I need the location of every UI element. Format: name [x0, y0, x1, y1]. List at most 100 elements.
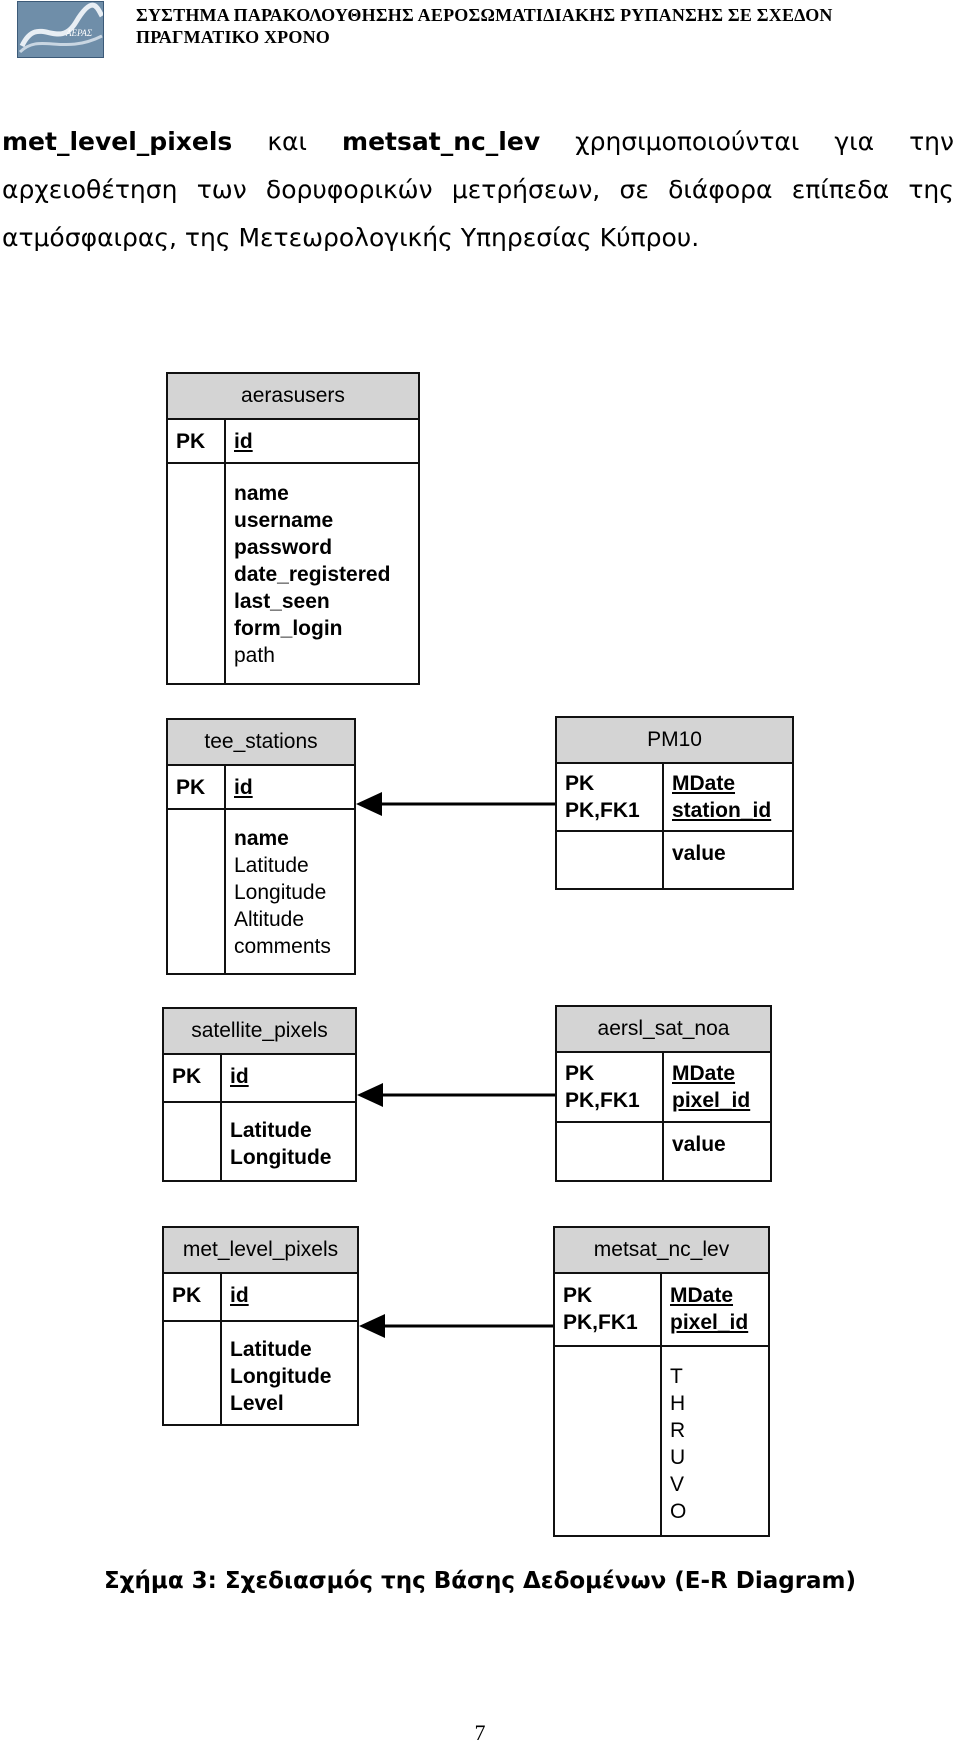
key-field: id — [226, 420, 253, 462]
field-name: name — [234, 482, 289, 505]
pk-label: PK — [168, 766, 226, 808]
pk-label: PK — [164, 1274, 222, 1320]
intro-line-2: αρχειοθέτηση των δορυφορικών μετρήσεων, … — [2, 166, 954, 214]
table-pm10: PM10 PK PK,FK1 MDate station_id value — [555, 716, 794, 890]
attribute-row: value — [557, 832, 792, 888]
word: χρησιμοποιούνται — [575, 127, 800, 156]
field-latitude: Latitude — [230, 1338, 312, 1361]
page-number: 7 — [474, 1720, 486, 1745]
table-title: tee_stations — [168, 720, 354, 766]
logo-text: ΑΕΡΑΣ — [65, 28, 93, 38]
pk-column-empty — [164, 1103, 222, 1180]
table-satellite-pixels: satellite_pixels PK id Latitude Longitud… — [162, 1007, 357, 1182]
attribute-row: name Latitude Longitude Altitude comment… — [168, 810, 354, 973]
table-aerasusers: aerasusers PK id name username password … — [166, 372, 420, 685]
key-field: id — [222, 1274, 249, 1320]
key-row: PK id — [164, 1055, 355, 1103]
attribute-list: value — [664, 832, 726, 888]
relationship-arrow-aersl-sat-noa-satellite-pixels — [357, 1083, 555, 1107]
intro-paragraph: met_level_pixels και metsat_nc_lev χρησι… — [2, 118, 954, 262]
logo: ΑΕΡΑΣ — [17, 1, 104, 58]
field-value: value — [672, 1133, 726, 1156]
pk-column-empty — [168, 464, 226, 683]
field-station-id: station_id — [672, 799, 772, 822]
word: μετρήσεων, — [451, 175, 601, 204]
key-row: PK PK,FK1 MDate pixel_id — [557, 1053, 770, 1123]
pk-fk-label: PK,FK1 — [565, 1089, 640, 1112]
field-v: V — [670, 1473, 685, 1496]
attribute-list: value — [664, 1123, 726, 1180]
field-password: password — [234, 536, 333, 559]
field-longitude: Longitude — [234, 881, 327, 904]
word: και — [267, 127, 308, 156]
word: για — [834, 127, 875, 156]
pk-labels: PK PK,FK1 — [555, 1274, 662, 1345]
pk-column-empty — [557, 832, 664, 888]
attribute-row: T H R U V O — [555, 1347, 768, 1535]
relationship-arrow-metsat-nc-lev-met-level-pixels — [359, 1314, 553, 1338]
field-longitude: Longitude — [230, 1146, 332, 1169]
logo-graphic: ΑΕΡΑΣ — [18, 2, 103, 57]
attribute-list: Latitude Longitude Level — [222, 1322, 331, 1424]
pk-fk-label: PK,FK1 — [563, 1311, 638, 1334]
pk-column-empty — [557, 1123, 664, 1180]
table-metsat-nc-lev: metsat_nc_lev PK PK,FK1 MDate pixel_id T… — [553, 1226, 770, 1537]
pk-label: PK — [168, 420, 226, 462]
word: της — [908, 175, 954, 204]
field-altitude: Altitude — [234, 908, 305, 931]
field-last-seen: last_seen — [234, 590, 330, 613]
attribute-list: Latitude Longitude — [222, 1103, 331, 1180]
key-row: PK PK,FK1 MDate station_id — [557, 764, 792, 832]
attribute-list: name username password date_registered l… — [226, 464, 390, 683]
table-tee-stations: tee_stations PK id name Latitude Longitu… — [166, 718, 356, 975]
field-longitude: Longitude — [230, 1365, 332, 1388]
key-row: PK id — [168, 420, 418, 464]
field-value: value — [672, 842, 726, 865]
key-fields: MDate pixel_id — [662, 1274, 748, 1345]
figure-caption: Σχήμα 3: Σχεδιασμός της Βάσης Δεδομένων … — [103, 1568, 857, 1594]
key-fields: MDate pixel_id — [664, 1053, 750, 1121]
attribute-row: name username password date_registered l… — [168, 464, 418, 683]
key-row: PK PK,FK1 MDate pixel_id — [555, 1274, 768, 1347]
word: των — [196, 175, 247, 204]
key-field: id — [226, 766, 253, 808]
table-title: metsat_nc_lev — [555, 1228, 768, 1274]
field-id: id — [230, 1284, 249, 1307]
term-met-level-pixels: met_level_pixels — [2, 127, 233, 156]
attribute-row: Latitude Longitude — [164, 1103, 355, 1180]
field-latitude: Latitude — [234, 854, 309, 877]
field-id: id — [234, 776, 253, 799]
field-u: U — [670, 1446, 686, 1469]
field-mdate: MDate — [670, 1284, 734, 1307]
relationship-arrow-pm10-tee-stations — [356, 792, 555, 816]
table-aersl-sat-noa: aersl_sat_noa PK PK,FK1 MDate pixel_id v… — [555, 1005, 772, 1182]
attribute-list: name Latitude Longitude Altitude comment… — [226, 810, 331, 973]
table-title: satellite_pixels — [164, 1009, 355, 1055]
intro-line-1: met_level_pixels και metsat_nc_lev χρησι… — [2, 118, 954, 166]
term-metsat-nc-lev: metsat_nc_lev — [342, 127, 541, 156]
key-field: id — [222, 1055, 249, 1101]
field-name: name — [234, 827, 289, 850]
word: την — [909, 127, 954, 156]
key-row: PK id — [164, 1274, 357, 1322]
table-title: PM10 — [557, 718, 792, 764]
pk-column-empty — [168, 810, 226, 973]
field-form-login: form_login — [234, 617, 343, 640]
field-id: id — [230, 1065, 249, 1088]
field-pixel-id: pixel_id — [670, 1311, 749, 1334]
pk-column-empty — [555, 1347, 662, 1535]
attribute-list: T H R U V O — [662, 1347, 686, 1535]
pk-label: PK — [565, 1062, 595, 1085]
word: δορυφορικών — [265, 175, 433, 204]
word: επίπεδα — [791, 175, 890, 204]
field-pixel-id: pixel_id — [672, 1089, 751, 1112]
attribute-row: value — [557, 1123, 770, 1180]
key-row: PK id — [168, 766, 354, 810]
pk-label: PK — [164, 1055, 222, 1101]
field-h: H — [670, 1392, 686, 1415]
word: διάφορα — [668, 175, 773, 204]
field-o: O — [670, 1500, 687, 1523]
field-r: R — [670, 1419, 686, 1442]
pk-fk-label: PK,FK1 — [565, 799, 640, 822]
field-username: username — [234, 509, 334, 532]
